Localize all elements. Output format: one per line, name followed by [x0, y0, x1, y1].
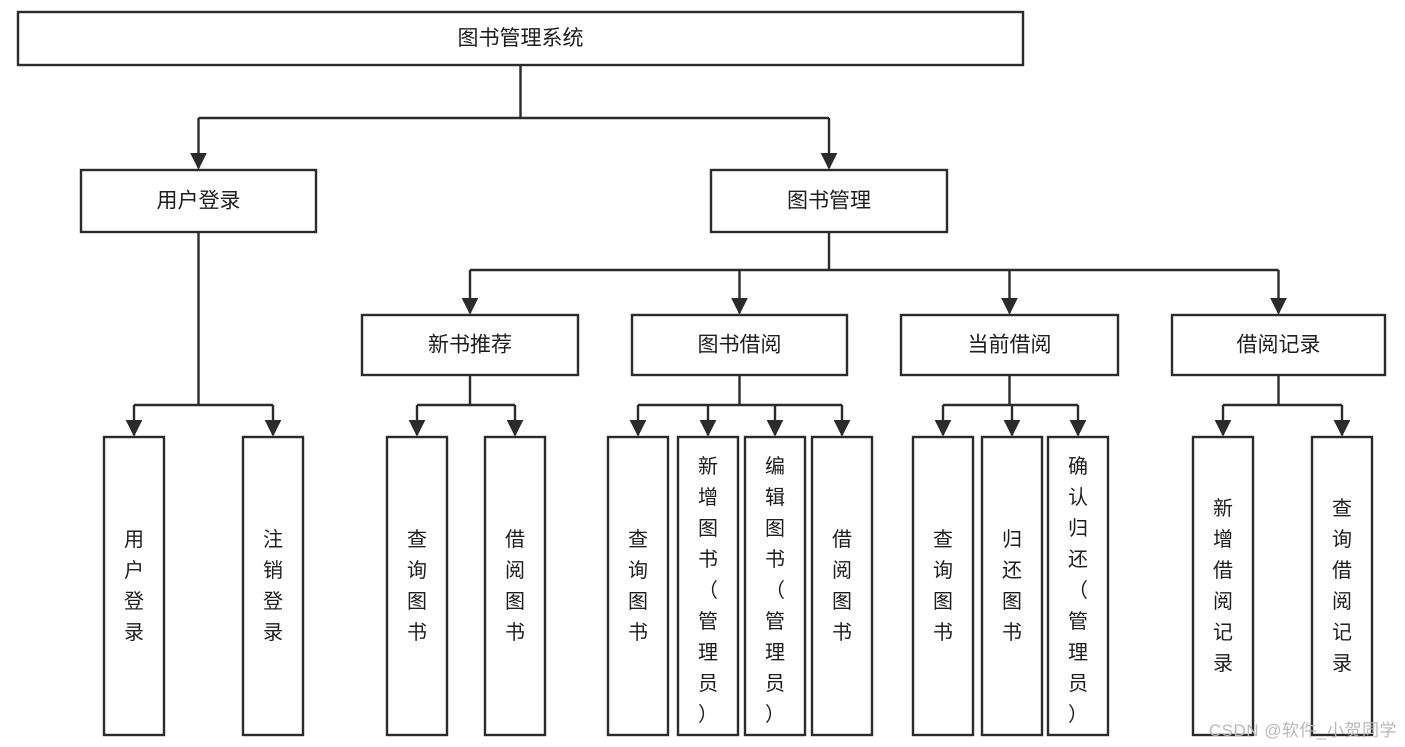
- node-leaf-query-book-2[interactable]: 查询图书: [606, 435, 670, 737]
- node-new-book-rec[interactable]: 新书推荐: [360, 313, 580, 377]
- node-box: [102, 435, 166, 737]
- node-leaf-query-record[interactable]: 查询借阅记录: [1310, 435, 1374, 737]
- node-user-login[interactable]: 用户登录: [79, 168, 318, 234]
- node-label: 借阅图书: [505, 528, 525, 644]
- node-leaf-add-book[interactable]: 新增图书（管理员）: [676, 435, 740, 737]
- node-label: 用户登录: [157, 190, 241, 213]
- node-box: [1170, 313, 1387, 377]
- node-box: [743, 435, 807, 737]
- node-label: 编辑图书（管理员）: [765, 455, 785, 726]
- node-box: [676, 435, 740, 737]
- node-label: 用户登录: [124, 529, 144, 644]
- node-label: 图书管理: [787, 190, 871, 213]
- csdn-watermark: CSDN @软件_小贺同学: [1208, 721, 1397, 740]
- node-book-borrow[interactable]: 图书借阅: [630, 313, 849, 377]
- node-label: 归还图书: [1002, 528, 1022, 644]
- node-label: 查询图书: [628, 528, 648, 644]
- node-book-manage[interactable]: 图书管理: [709, 168, 949, 234]
- node-label: 查询图书: [933, 528, 953, 644]
- node-label: 注销登录: [263, 528, 283, 644]
- node-leaf-edit-book[interactable]: 编辑图书（管理员）: [743, 435, 807, 737]
- node-label: 确认归还（管理员）: [1068, 455, 1088, 726]
- node-leaf-borrow-book-1[interactable]: 借阅图书: [483, 435, 547, 737]
- node-box: [980, 435, 1044, 737]
- node-box: [241, 435, 305, 737]
- node-box: [606, 435, 670, 737]
- node-current-borrow[interactable]: 当前借阅: [899, 313, 1120, 377]
- node-label: 查询图书: [407, 528, 427, 644]
- node-box: [483, 435, 547, 737]
- node-box: [810, 435, 874, 737]
- node-label: 图书借阅: [698, 334, 782, 357]
- node-label: 借阅记录: [1237, 334, 1321, 357]
- node-box: [630, 313, 849, 377]
- node-label: 图书管理系统: [458, 27, 584, 50]
- node-label: 新书推荐: [428, 334, 512, 357]
- node-label: 借阅图书: [832, 528, 852, 644]
- node-root[interactable]: 图书管理系统: [16, 10, 1025, 67]
- node-label: 当前借阅: [968, 334, 1052, 357]
- node-leaf-user-logout[interactable]: 注销登录: [241, 435, 305, 737]
- node-box: [360, 313, 580, 377]
- node-label: 新增图书（管理员）: [698, 455, 718, 726]
- connector-layer: [125, 65, 1351, 437]
- node-box: [1310, 435, 1374, 737]
- node-leaf-return-book[interactable]: 归还图书: [980, 435, 1044, 737]
- node-leaf-query-book-1[interactable]: 查询图书: [385, 435, 449, 737]
- node-box: [899, 313, 1120, 377]
- node-label: 新增借阅记录: [1213, 497, 1233, 675]
- node-box: [1046, 435, 1110, 737]
- node-leaf-query-book-3[interactable]: 查询图书: [911, 435, 975, 737]
- node-box: [385, 435, 449, 737]
- node-leaf-confirm-return[interactable]: 确认归还（管理员）: [1046, 435, 1110, 737]
- node-label: 查询借阅记录: [1332, 497, 1352, 675]
- node-box: [1191, 435, 1255, 737]
- node-layer: 图书管理系统用户登录图书管理新书推荐图书借阅当前借阅借阅记录用户登录注销登录查询…: [16, 10, 1387, 737]
- node-leaf-add-record[interactable]: 新增借阅记录: [1191, 435, 1255, 737]
- node-borrow-record[interactable]: 借阅记录: [1170, 313, 1387, 377]
- node-box: [79, 168, 318, 234]
- node-box: [16, 10, 1025, 67]
- node-box: [911, 435, 975, 737]
- node-leaf-borrow-book-2[interactable]: 借阅图书: [810, 435, 874, 737]
- node-box: [709, 168, 949, 234]
- node-leaf-user-login[interactable]: 用户登录: [102, 435, 166, 737]
